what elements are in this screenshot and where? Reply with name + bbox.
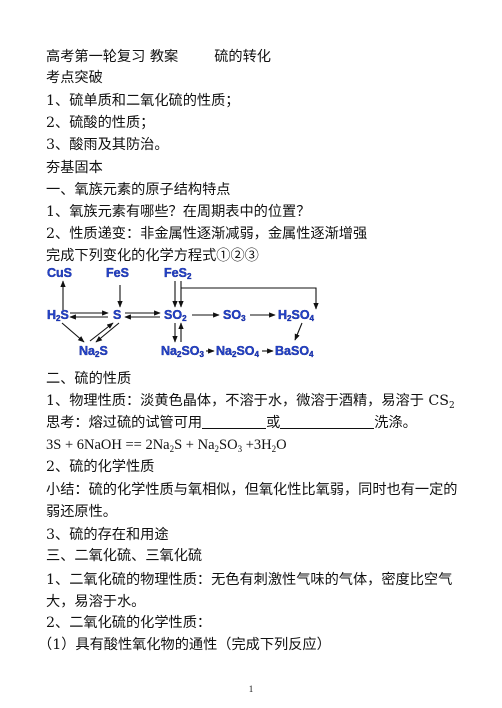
property-trend: 2、性质递变：非金属性逐渐减弱，金属性逐渐增强 — [46, 226, 368, 242]
arrow-s-to-na2s — [95, 322, 120, 343]
title-left: 高考第一轮复习 教案 — [46, 49, 179, 65]
blank-1[interactable] — [202, 414, 267, 429]
reaction-equation: 3S + 6NaOH == 2Na2S + Na2SO3 +3H2O — [46, 437, 287, 454]
key-point-3: 3、酸雨及其防治。 — [46, 137, 169, 153]
so2-physical-properties: 1、二氧化硫的物理性质：无色有刺激性气味的气体，密度比空气大，易溶于水。 — [46, 572, 453, 610]
arrow-h2s-to-na2s — [61, 322, 85, 343]
physical-properties: 1、物理性质：淡黄色晶体，不溶于水，微溶于酒精，易溶于 CS2 — [46, 393, 455, 411]
label-so3: SO3 — [223, 308, 246, 323]
label-cus: CuS — [47, 266, 72, 280]
key-point-1: 1、硫单质和二氧化硫的性质； — [46, 93, 240, 109]
instruction-equations: 完成下列变化的化学方程式①②③ — [46, 248, 259, 264]
title-right: 硫的转化 — [214, 49, 271, 65]
label-h2s: H2S — [47, 308, 69, 323]
think-question: 思考：熔过硫的试管可用或洗涤。 — [46, 414, 417, 431]
label-na2so4: Na2SO4 — [216, 344, 260, 359]
heading-sulfur-properties: 二、硫的性质 — [46, 371, 132, 387]
heading-occurrence-uses: 3、硫的存在和用途 — [46, 527, 169, 543]
arrow-na2s-to-s — [89, 322, 114, 342]
heading-so2-so3: 三、二氧化硫、三氧化硫 — [46, 548, 203, 564]
label-s: S — [113, 308, 121, 322]
section-heading-key-points: 考点突破 — [46, 70, 103, 86]
acidic-oxide-item: （1）具有酸性氧化物的通性（完成下列反应） — [38, 637, 331, 653]
summary-paragraph: 小结：硫的化学性质与氧相似，但氧化性比氧弱，同时也有一定的弱还原性。 — [46, 482, 458, 520]
arrow-bracket-to-h2so4 — [181, 287, 319, 310]
section-heading-basics: 夯基固本 — [46, 160, 103, 176]
label-h2so4: H2SO4 — [278, 308, 315, 323]
document-title: 高考第一轮复习 教案 硫的转化 — [46, 47, 271, 67]
heading-oxygen-group: 一、氧族元素的原子结构特点 — [46, 182, 231, 198]
arrow-h2so4-to-baso4 — [294, 322, 303, 341]
label-fes: FeS — [106, 266, 129, 280]
question-elements: 1、氧族元素有哪些？在周期表中的位置？ — [46, 204, 311, 220]
heading-chemical-properties: 2、硫的化学性质 — [46, 459, 155, 475]
page-number: 1 — [248, 684, 254, 694]
label-fes2: FeS2 — [164, 266, 192, 281]
key-point-2: 2、硫酸的性质； — [46, 115, 155, 131]
label-so2: SO2 — [164, 308, 187, 323]
label-na2so3: Na2SO3 — [161, 344, 205, 359]
label-baso4: BaSO4 — [275, 344, 314, 359]
label-na2s: Na2S — [79, 344, 108, 359]
so2-chemical-properties: 2、二氧化硫的化学性质： — [46, 615, 212, 631]
blank-2[interactable] — [280, 414, 375, 429]
